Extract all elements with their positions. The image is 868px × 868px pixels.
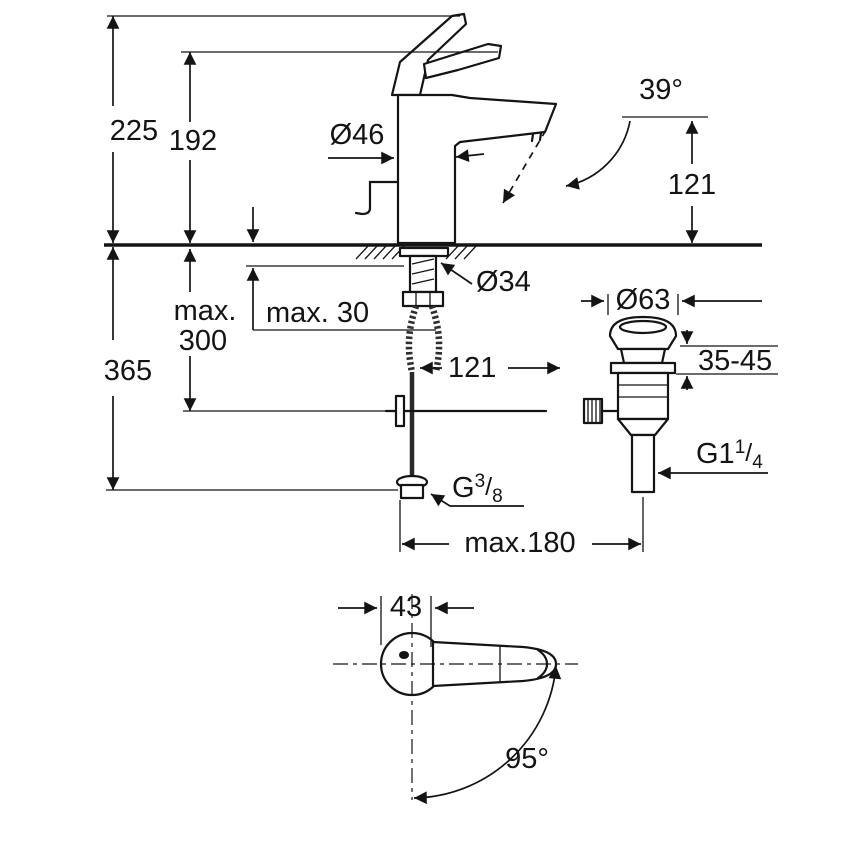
faucet-side-view	[354, 12, 558, 245]
dimension-39deg: 39°	[565, 74, 708, 190]
dimension-g3-8: G3/8	[430, 471, 524, 507]
mounting-nut	[401, 290, 445, 308]
dimension-max30: max. 30	[246, 207, 436, 331]
faucet-body-spout	[396, 93, 558, 245]
mounting-assembly	[395, 246, 450, 500]
dimension-g1-1-4: G11/4	[658, 437, 768, 480]
lever-height-label: 192	[169, 125, 217, 157]
flex-hose	[428, 304, 443, 373]
leader-arrow	[430, 493, 524, 507]
under-counter-height-label: 365	[104, 355, 152, 387]
dimension-43: 43	[338, 591, 474, 647]
max-thickness-label: max. 30	[266, 297, 369, 329]
dimension-max300: max. 300	[174, 248, 386, 412]
outlet-height-label: 121	[668, 169, 716, 201]
hatch-line	[355, 244, 370, 260]
dim-arrow	[455, 149, 485, 162]
max-hose-label-line2: 300	[179, 325, 227, 357]
waste-flange-diameter-label: Ø63	[616, 284, 671, 316]
pop-up-rod	[384, 394, 621, 428]
supply-fitting-nut	[399, 483, 425, 500]
waste-valve	[608, 315, 678, 494]
water-stream-line	[502, 129, 547, 204]
dimension-192: 192	[169, 51, 498, 243]
washer	[398, 246, 450, 258]
max-hose-label-line1: max.	[174, 295, 237, 327]
hatch-line	[364, 244, 379, 260]
thread-line	[411, 258, 435, 265]
rod-knob	[582, 397, 604, 425]
leader-arrow	[440, 262, 473, 285]
hatch-line	[373, 244, 388, 260]
stream-angle-label: 39°	[639, 74, 683, 106]
waste-neck	[619, 347, 667, 365]
handle-width-label: 43	[390, 591, 422, 623]
hatch-line	[454, 244, 469, 260]
rod-offset-label: 121	[448, 352, 496, 384]
shank-diameter-label: Ø34	[476, 266, 531, 298]
flex-hose	[405, 304, 420, 373]
dimension-121-mid: 121	[420, 352, 560, 384]
dimension-35-45: 35-45	[676, 330, 778, 390]
rod-pin	[394, 394, 406, 428]
swivel-angle-label: 95°	[505, 743, 549, 775]
body-diameter-label: Ø46	[330, 119, 385, 151]
max-projection-label: max.180	[464, 527, 575, 559]
thread-line	[411, 278, 435, 285]
cap-dot	[399, 651, 409, 659]
dimension-dia34: Ø34	[440, 262, 531, 298]
waste-body	[616, 371, 670, 421]
dimension-max180: max.180	[399, 497, 644, 559]
waste-taper	[616, 417, 670, 437]
swivel-arc	[413, 665, 562, 805]
dimension-dia63: Ø63	[581, 284, 762, 316]
dimension-121-right: 121	[668, 121, 716, 243]
hatch-line	[382, 244, 397, 260]
faucet-lever	[390, 12, 468, 97]
waste-clamp-range-label: 35-45	[698, 345, 772, 377]
faucet-top-view	[333, 594, 578, 805]
aerator-tick	[530, 132, 535, 143]
thread-line	[411, 268, 435, 275]
dimension-225: 225	[106, 15, 460, 243]
waste-tailpipe	[630, 433, 656, 494]
overall-height-label: 225	[110, 115, 158, 147]
waste-cap	[618, 319, 668, 335]
waste-thread-label: G11/4	[696, 437, 763, 473]
aerator-tick	[538, 131, 543, 142]
supply-thread-label: G3/8	[452, 471, 503, 507]
angle-arc	[565, 120, 631, 190]
dimension-dia46: Ø46	[328, 119, 485, 165]
hatch-line	[463, 244, 478, 260]
dimension-95deg: 95°	[505, 743, 549, 775]
dimension-365: 365	[104, 246, 398, 491]
waste-ring	[609, 361, 677, 375]
mounting-hook	[354, 180, 400, 216]
